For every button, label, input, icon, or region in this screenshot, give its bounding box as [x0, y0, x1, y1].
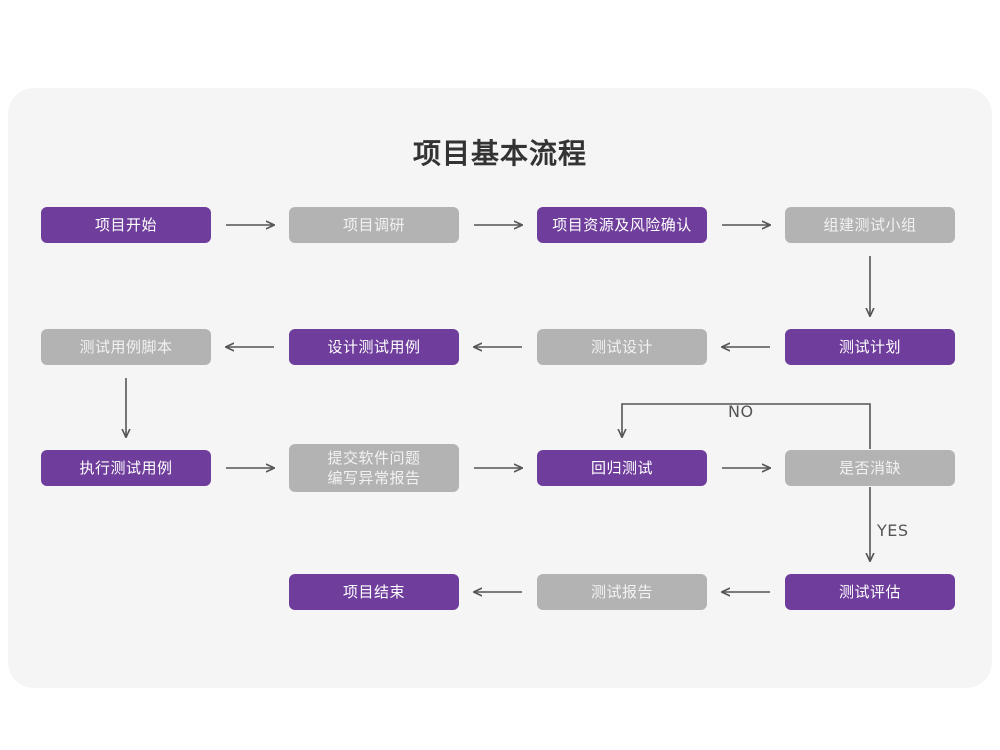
node-defects-cleared-decision[interactable]: 是否消缺 — [785, 450, 955, 486]
node-regression-test[interactable]: 回归测试 — [537, 450, 707, 486]
edge-label-yes: YES — [877, 521, 909, 540]
node-design-test-cases[interactable]: 设计测试用例 — [289, 329, 459, 365]
node-submit-defects-report[interactable]: 提交软件问题 编写异常报告 — [289, 444, 459, 492]
node-project-end[interactable]: 项目结束 — [289, 574, 459, 610]
node-project-research[interactable]: 项目调研 — [289, 207, 459, 243]
node-test-evaluation[interactable]: 测试评估 — [785, 574, 955, 610]
node-test-report[interactable]: 测试报告 — [537, 574, 707, 610]
node-test-case-script[interactable]: 测试用例脚本 — [41, 329, 211, 365]
node-form-test-team[interactable]: 组建测试小组 — [785, 207, 955, 243]
node-resource-risk-confirm[interactable]: 项目资源及风险确认 — [537, 207, 707, 243]
node-execute-test-cases[interactable]: 执行测试用例 — [41, 450, 211, 486]
node-test-plan[interactable]: 测试计划 — [785, 329, 955, 365]
edge-label-no: NO — [728, 402, 754, 421]
node-project-start[interactable]: 项目开始 — [41, 207, 211, 243]
node-test-design[interactable]: 测试设计 — [537, 329, 707, 365]
page-title: 项目基本流程 — [412, 137, 587, 170]
